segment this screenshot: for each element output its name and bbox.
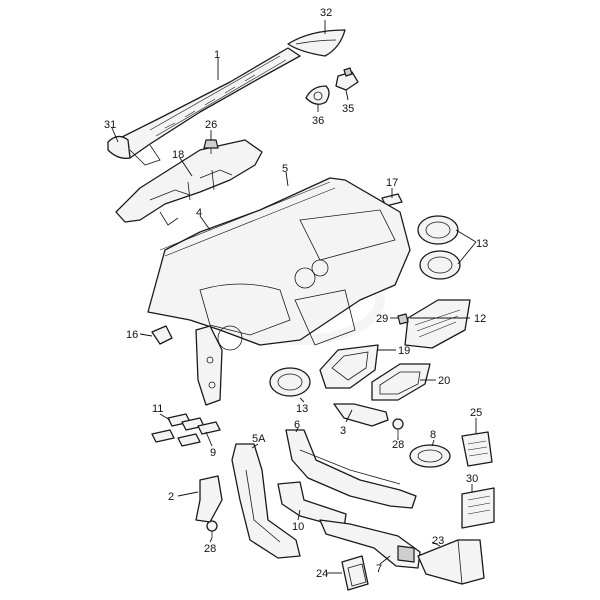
part-30-speaker-grille	[461, 487, 495, 529]
callout-11: 11	[152, 403, 163, 415]
part-28-screw-right	[392, 418, 404, 437]
callout-19: 19	[398, 345, 410, 357]
part-35-sensor	[335, 67, 359, 91]
callout-18: 18	[172, 149, 184, 161]
callout-28-a: 28	[392, 439, 404, 451]
part-5a-air-duct	[231, 443, 301, 559]
callout-3: 3	[340, 425, 346, 437]
callout-6: 6	[294, 419, 300, 431]
part-support-bracket	[195, 325, 223, 406]
callout-25: 25	[470, 407, 482, 419]
part-13-round-vent-left	[269, 367, 311, 397]
part-18-dash-carrier	[115, 139, 263, 226]
callout-10: 10	[292, 521, 304, 533]
callout-8: 8	[430, 429, 436, 441]
callout-20: 20	[438, 375, 450, 387]
part-19-tray	[319, 344, 379, 389]
part-3-bracket	[333, 403, 389, 427]
part-9-switch-d	[177, 433, 201, 447]
callout-5: 5	[282, 163, 288, 175]
callout-17: 17	[386, 177, 398, 189]
callout-23: 23	[432, 535, 444, 547]
callout-32: 32	[320, 7, 332, 19]
part-20-center-vent	[371, 363, 431, 401]
part-2-side-duct	[195, 475, 223, 523]
leader-lines	[111, 20, 477, 574]
part-9-switch-b	[197, 421, 221, 435]
callout-5a: 5A	[252, 433, 266, 445]
callout-30: 30	[466, 473, 478, 485]
callout-9: 9	[210, 447, 216, 459]
part-31-cover	[107, 135, 131, 159]
part-16-side-vent	[151, 325, 173, 345]
part-28-screw-left	[206, 520, 218, 538]
callout-1: 1	[214, 49, 220, 61]
callout-labels: 32 1 31 26 18 5 17 4 13 29 12 16 19 20 1…	[104, 7, 488, 580]
part-13-round-vent-lower	[419, 250, 461, 280]
part-36-sensor	[305, 85, 330, 105]
part-5-dashboard	[147, 177, 411, 351]
part-12-vent-panel	[404, 299, 471, 349]
part-6-air-duct	[285, 429, 417, 509]
callout-29: 29	[376, 313, 388, 325]
callout-12: 12	[474, 313, 486, 325]
part-10-floor-duct	[277, 481, 347, 529]
callout-4: 4	[196, 207, 202, 219]
part-32-trim	[287, 29, 346, 57]
part-26-clip	[203, 139, 219, 154]
callout-31: 31	[104, 119, 116, 131]
callout-13-a: 13	[476, 238, 488, 250]
part-13-round-vent-upper	[417, 215, 459, 245]
part-29-clip	[397, 313, 409, 325]
callout-36: 36	[312, 115, 324, 127]
part-9-switch-c	[151, 429, 175, 443]
part-8-oval-vent	[409, 444, 451, 468]
callout-24: 24	[316, 568, 328, 580]
part-23-duct	[417, 539, 485, 585]
callout-35: 35	[342, 103, 354, 115]
part-24-small-grille	[341, 555, 369, 591]
callout-16: 16	[126, 329, 138, 341]
callout-7: 7	[376, 563, 382, 575]
part-7-lower-duct	[319, 519, 421, 569]
callout-28-b: 28	[204, 543, 216, 555]
callout-26: 26	[205, 119, 217, 131]
callout-13-b: 13	[296, 403, 308, 415]
callout-2: 2	[168, 491, 174, 503]
part-25-grille	[461, 431, 493, 467]
